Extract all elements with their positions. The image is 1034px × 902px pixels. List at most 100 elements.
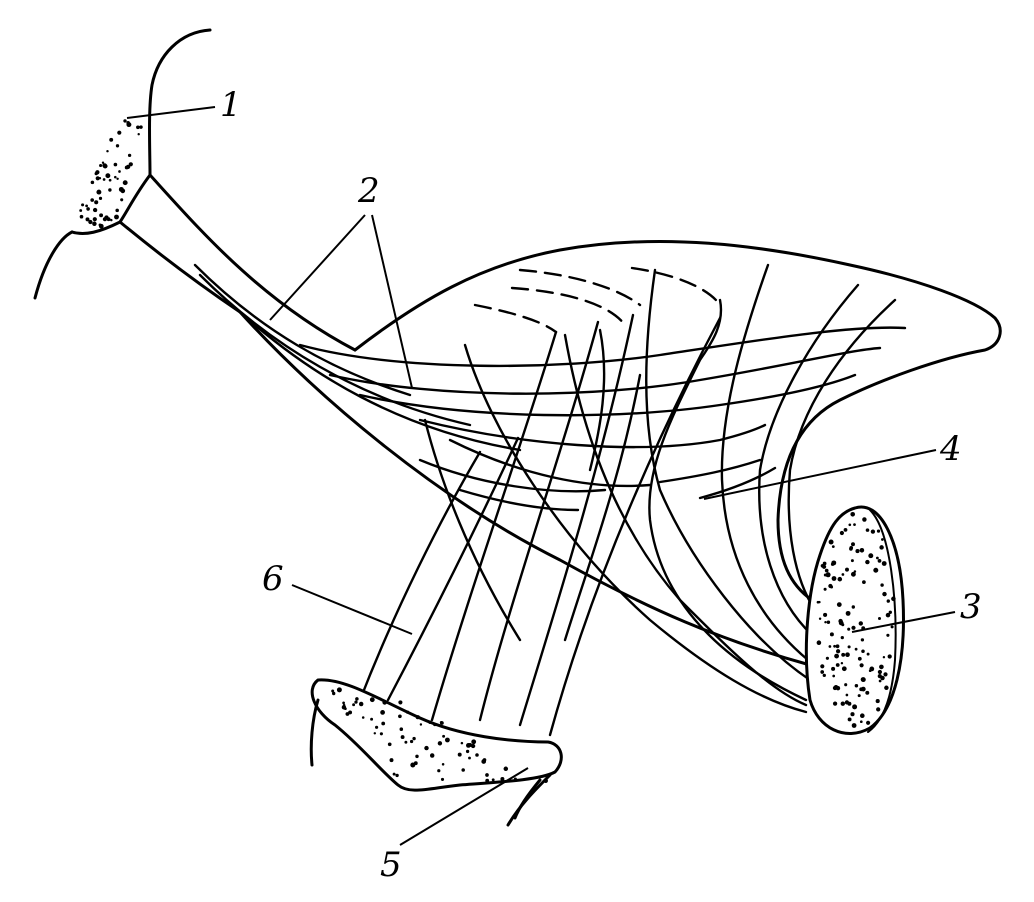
- stipple-dot: [102, 163, 108, 169]
- stipple-dot: [419, 723, 423, 726]
- stipple-dot: [88, 219, 93, 225]
- stipple-dot: [860, 638, 865, 642]
- stipple-dot: [825, 572, 831, 578]
- structure-3-attachment: [804, 505, 905, 735]
- stipple-dot: [381, 721, 386, 726]
- stipple-dot: [120, 188, 126, 194]
- stipple-dot: [845, 610, 851, 616]
- stipple-dot: [543, 778, 548, 783]
- stipple-dot: [883, 672, 888, 677]
- stipple-dot: [868, 553, 874, 559]
- stipple-dot: [475, 753, 479, 757]
- stipple-dot: [468, 756, 471, 760]
- stipple-dot: [824, 620, 827, 624]
- stipple-dot: [859, 720, 863, 724]
- stipple-dot: [844, 683, 848, 687]
- stipple-dot: [332, 691, 336, 696]
- number-labels: 1 2 3 4 5 6: [220, 85, 982, 885]
- stipple-dot: [85, 217, 90, 222]
- stipple-dot: [136, 125, 140, 130]
- stipple-dot: [342, 701, 345, 705]
- stipple-dot: [96, 189, 102, 195]
- stipple-dot: [375, 725, 379, 729]
- stipple-dot: [345, 712, 350, 716]
- label-3: 3: [960, 587, 982, 627]
- stipple-dot: [429, 753, 435, 758]
- stipple-dot: [818, 600, 821, 604]
- stipple-dot: [437, 769, 441, 773]
- stipple-dot: [851, 723, 857, 728]
- stipple-dot: [412, 736, 416, 741]
- stipple-dot: [880, 583, 884, 587]
- stipple-dot: [503, 766, 509, 772]
- stipple-dot: [886, 633, 890, 637]
- stipple-dot: [840, 635, 844, 640]
- stipple-dot: [461, 768, 465, 772]
- stipple-dot: [882, 591, 887, 597]
- stipple-dot: [838, 620, 844, 626]
- stipple-dot: [828, 539, 834, 545]
- stipple-dot: [117, 130, 122, 135]
- stipple-dot: [855, 549, 860, 554]
- stipple-dot: [841, 573, 845, 576]
- stipple-dot: [126, 122, 132, 128]
- stipple-dot: [865, 528, 870, 532]
- stipple-dot: [835, 663, 840, 667]
- stipple-dot: [837, 576, 843, 582]
- stipple-dot: [380, 710, 385, 715]
- stipple-dot: [878, 679, 882, 683]
- stipple-dot: [115, 208, 119, 213]
- stipple-dot: [137, 133, 140, 136]
- stipple-dot: [392, 772, 396, 776]
- stipple-dot: [860, 677, 865, 682]
- stipple-dot: [818, 617, 822, 621]
- stipple-dot: [109, 137, 114, 142]
- stipple-dot: [828, 645, 832, 648]
- stipple-dot: [460, 741, 464, 745]
- stipple-dot: [866, 720, 871, 725]
- stipple-dot: [95, 176, 100, 181]
- stipple-dot: [123, 119, 127, 123]
- stipple-dot: [94, 171, 98, 176]
- stipple-dot: [853, 523, 856, 526]
- stipple-dot: [79, 214, 84, 219]
- stipple-dot: [853, 570, 857, 573]
- stipple-dot: [850, 559, 854, 563]
- stipple-dot: [354, 700, 358, 704]
- stipple-dot: [428, 720, 432, 725]
- stipple-dot: [98, 223, 104, 229]
- stipple-dot: [841, 652, 846, 657]
- stipple-dot: [424, 745, 429, 751]
- stipple-dot: [822, 561, 827, 566]
- stipple-dot: [850, 571, 856, 577]
- stipple-dot: [102, 178, 106, 181]
- stipple-dot: [98, 176, 102, 180]
- stipple-dot: [870, 529, 876, 534]
- stipple-dot: [466, 743, 471, 748]
- stipple-dot: [398, 714, 402, 719]
- stipple-dot: [108, 188, 112, 192]
- stipple-dot: [879, 664, 884, 670]
- leader-lines: [126, 106, 956, 846]
- stipple-dot: [405, 710, 410, 714]
- stipple-dot: [845, 567, 849, 572]
- stipple-dot: [410, 762, 416, 768]
- stipple-dot: [404, 740, 408, 744]
- stipple-dot: [409, 739, 414, 744]
- stipple-dot: [849, 547, 853, 551]
- stipple-dot: [876, 529, 881, 533]
- stipple-dot: [108, 178, 112, 182]
- stipple-dot: [845, 652, 850, 658]
- stipple-region-1: [79, 119, 143, 229]
- muscle-belly-4: [298, 239, 1002, 714]
- stipple-dot: [820, 670, 825, 674]
- stipple-dot: [847, 701, 852, 706]
- stipple-dot: [336, 687, 342, 693]
- stipple-dot: [850, 712, 855, 717]
- stipple-dot: [881, 538, 884, 541]
- stipple-dot: [104, 215, 109, 220]
- stipple-dot: [85, 204, 88, 208]
- stipple-dot: [884, 685, 889, 691]
- stipple-dot: [387, 742, 392, 747]
- stipple-dot: [122, 180, 128, 186]
